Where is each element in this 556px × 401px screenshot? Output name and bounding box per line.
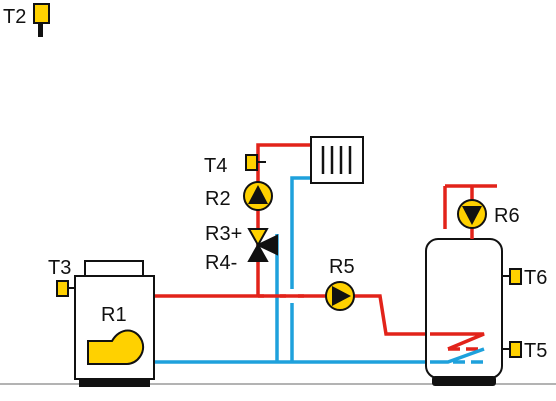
label-t6: T6: [524, 267, 547, 289]
label-r6: R6: [494, 205, 520, 227]
label-t3: T3: [48, 257, 71, 279]
sensor-t4: [245, 154, 266, 171]
radiator: [310, 136, 364, 184]
label-t5: T5: [524, 340, 547, 362]
label-r1: R1: [101, 304, 127, 326]
pump-r2-icon: [243, 181, 273, 211]
label-t2: T2: [3, 6, 26, 28]
label-t4: T4: [204, 155, 227, 177]
boiler: [74, 260, 155, 387]
sensor-t2: [33, 3, 50, 37]
mixing-valve-icon: [247, 228, 278, 262]
label-r2: R2: [205, 188, 231, 210]
pump-r5-icon: [325, 281, 355, 311]
pump-r6-icon: [457, 199, 487, 229]
label-r3: R3+: [205, 223, 242, 245]
sensor-t6: [502, 268, 522, 285]
burner-fan-icon: [87, 329, 144, 365]
sensor-t3: [56, 280, 75, 297]
heat-exchanger-coil: [430, 332, 487, 364]
label-r5: R5: [329, 256, 355, 278]
sensor-t5: [502, 341, 522, 358]
label-r4: R4-: [205, 252, 237, 274]
storage-tank: [425, 184, 503, 386]
